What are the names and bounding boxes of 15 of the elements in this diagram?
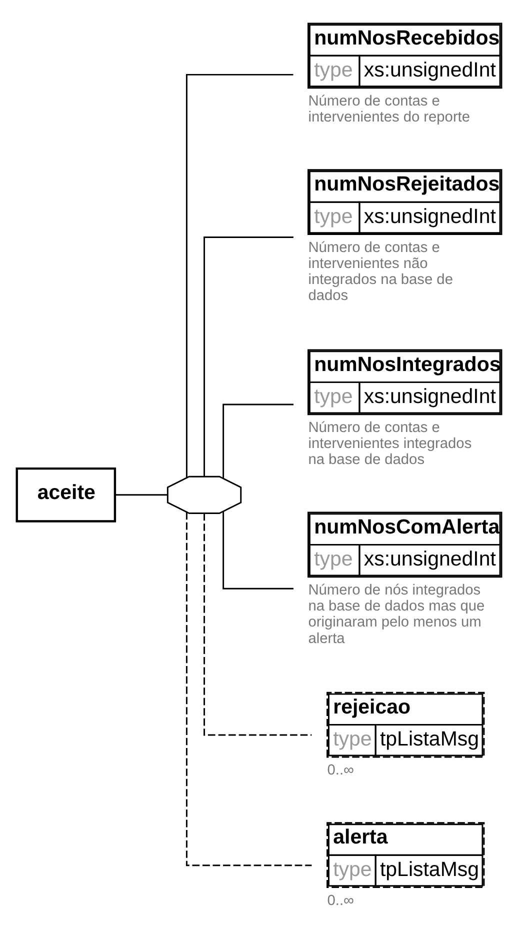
connector [222,512,293,590]
node-label: Número de nós integrados na base de dados mas que originaram pelo menos um alerta [308,582,484,647]
connector [114,494,167,496]
connector [203,513,312,736]
node-label: 0..∞ [326,892,354,909]
node-label: Número de contas e intervenientes do reporte [308,93,470,126]
node-label: Número de contas e intervenientes integrados na base de dados [308,420,472,468]
connector [185,74,293,478]
node-octagon [166,476,242,514]
node-box: aceite [15,467,116,522]
node-label: 0..∞ [326,762,354,779]
connector [203,236,293,476]
node-label: Número de contas e intervenientes não integrados na base de dados [308,240,452,304]
connector [222,404,293,478]
connector [185,512,312,866]
